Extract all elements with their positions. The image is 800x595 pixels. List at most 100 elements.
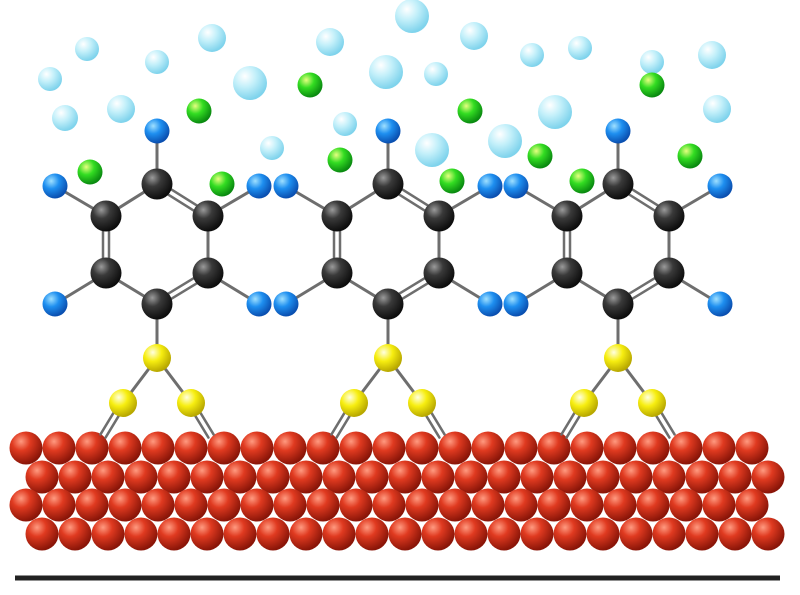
substrate-atom <box>240 431 274 465</box>
ring-carbon-atom <box>372 288 404 320</box>
substrate-atom <box>685 517 719 551</box>
substrate-atom <box>42 431 76 465</box>
substrate-atom <box>141 488 175 522</box>
substrate-atom <box>322 517 356 551</box>
substrate-atom <box>636 431 670 465</box>
substrate-atom <box>421 460 455 494</box>
solvent-molecule <box>233 66 267 100</box>
ion <box>457 98 483 124</box>
terminal-atom <box>503 173 529 199</box>
substrate-atom <box>751 460 785 494</box>
solvent-molecule <box>198 24 226 52</box>
substrate-atom <box>619 460 653 494</box>
substrate-atom <box>487 460 521 494</box>
ion <box>297 72 323 98</box>
solvent-molecule <box>75 37 99 61</box>
substrate-atom <box>289 460 323 494</box>
substrate-atom <box>91 517 125 551</box>
solvent-molecule <box>424 62 448 86</box>
anchor-atom <box>374 344 402 372</box>
ring-carbon-atom <box>90 257 122 289</box>
ion <box>439 168 465 194</box>
terminal-atom <box>477 291 503 317</box>
substrate-atom <box>669 431 703 465</box>
ring-carbon-atom <box>321 200 353 232</box>
substrate-atom <box>58 460 92 494</box>
terminal-atom <box>707 291 733 317</box>
substrate-atom <box>306 431 340 465</box>
terminal-atom <box>605 118 631 144</box>
substrate-atom <box>487 517 521 551</box>
solvent-molecule <box>488 124 522 158</box>
anchor-atom <box>570 389 598 417</box>
anchor-atom <box>177 389 205 417</box>
ion <box>677 143 703 169</box>
ring-carbon-atom <box>141 288 173 320</box>
substrate-atom <box>537 431 571 465</box>
substrate-atom <box>223 460 257 494</box>
substrate-atom <box>603 431 637 465</box>
ring-carbon-atom <box>372 168 404 200</box>
substrate-atom <box>718 517 752 551</box>
substrate-atom <box>603 488 637 522</box>
substrate-atom <box>108 488 142 522</box>
ion <box>327 147 353 173</box>
solvent-molecule <box>369 55 403 89</box>
substrate-atom <box>405 431 439 465</box>
anchor-atom <box>408 389 436 417</box>
terminal-atom <box>246 291 272 317</box>
substrate-atom <box>207 431 241 465</box>
substrate-atom <box>75 488 109 522</box>
substrate-atom <box>124 460 158 494</box>
substrate-atom <box>570 488 604 522</box>
solvent-molecule <box>38 67 62 91</box>
ion <box>209 171 235 197</box>
terminal-atom <box>42 173 68 199</box>
substrate-atom <box>339 431 373 465</box>
substrate-atom <box>504 431 538 465</box>
ion <box>569 168 595 194</box>
ring-carbon-atom <box>192 200 224 232</box>
substrate-atom <box>553 517 587 551</box>
substrate-atom <box>702 431 736 465</box>
terminal-atom <box>246 173 272 199</box>
solvent-molecule <box>107 95 135 123</box>
ring-carbon-atom <box>192 257 224 289</box>
solution-layer <box>38 0 731 197</box>
ring-carbon-atom <box>321 257 353 289</box>
substrate-atom <box>273 431 307 465</box>
anchor-atom <box>109 389 137 417</box>
solvent-molecule <box>316 28 344 56</box>
terminal-atom <box>273 291 299 317</box>
ring-carbon-atom <box>551 257 583 289</box>
substrate-atom <box>586 517 620 551</box>
solvent-molecule <box>568 36 592 60</box>
ring-carbon-atom <box>602 288 634 320</box>
terminal-atom <box>477 173 503 199</box>
substrate-atom <box>174 488 208 522</box>
substrate-atom <box>388 460 422 494</box>
substrate-atom <box>421 517 455 551</box>
solvent-molecule <box>333 112 357 136</box>
substrate-atom <box>42 488 76 522</box>
solvent-molecule <box>703 95 731 123</box>
substrate-atom <box>25 517 59 551</box>
substrate-atom <box>735 431 769 465</box>
substrate-atom <box>256 460 290 494</box>
substrate-atom <box>157 460 191 494</box>
terminal-atom <box>375 118 401 144</box>
substrate-atom <box>570 431 604 465</box>
substrate-atom <box>454 460 488 494</box>
ring-carbon-atom <box>423 200 455 232</box>
ion <box>639 72 665 98</box>
substrate-atom <box>652 460 686 494</box>
substrate-atom <box>223 517 257 551</box>
substrate-layer <box>9 431 785 551</box>
ring-atoms <box>42 118 733 320</box>
solvent-molecule <box>520 43 544 67</box>
substrate-atom <box>454 517 488 551</box>
substrate-atom <box>702 488 736 522</box>
substrate-atom <box>141 431 175 465</box>
ring-carbon-atom <box>141 168 173 200</box>
